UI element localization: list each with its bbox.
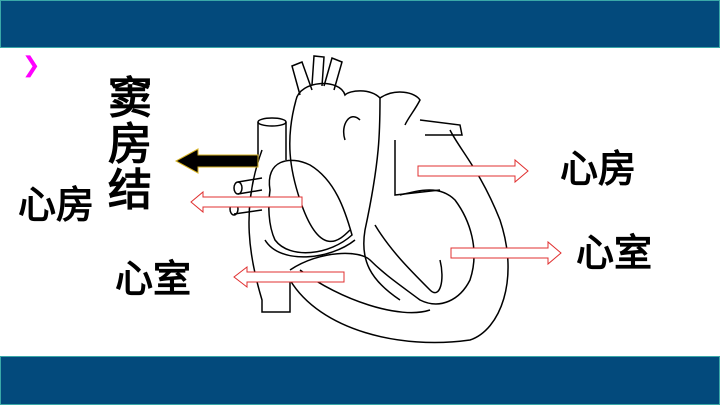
sinoatrial-node-label: 窦房结 [108, 73, 152, 216]
footer-bar [0, 356, 720, 405]
header-bar [0, 0, 720, 48]
sinoatrial-pointer-arrow [174, 148, 259, 174]
right-atrium-label: 心房 [560, 147, 637, 191]
heart-outline [229, 55, 509, 344]
hollow-arrows [190, 158, 562, 289]
left-ventricle-label: 心室 [115, 257, 192, 301]
right-ventricle-label: 心室 [576, 231, 653, 275]
arrow-left-atrium [190, 190, 303, 214]
arrow-left-ventricle [233, 265, 345, 289]
arrow-right-atrium [417, 158, 529, 184]
arrow-right-ventricle [450, 240, 562, 266]
chevron-right-icon: ❯ [22, 53, 41, 78]
left-atrium-label: 心房 [18, 183, 95, 227]
